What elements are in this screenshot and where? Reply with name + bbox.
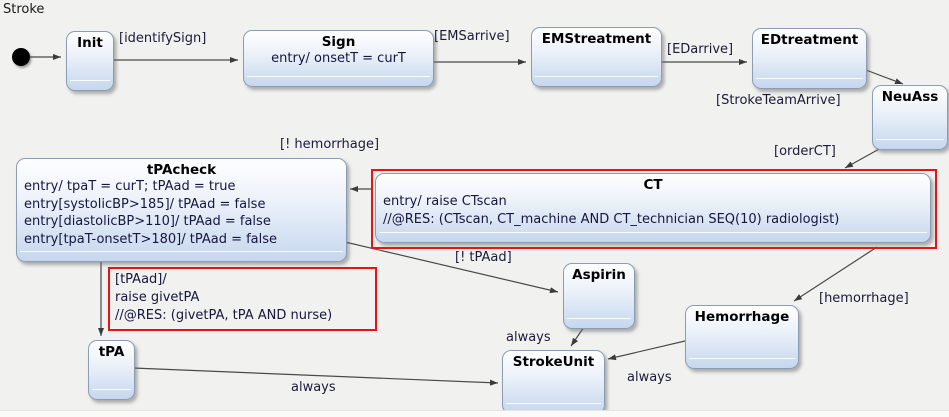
state-strokeunit[interactable]: StrokeUnit xyxy=(502,350,605,414)
state-entry-action: entry/ tpaT = curT; tPAad = true xyxy=(24,179,236,194)
state-sign[interactable]: Sign entry/ onsetT = curT xyxy=(243,30,434,87)
initial-state-dot[interactable] xyxy=(12,48,30,66)
canvas-bottom-strip xyxy=(0,410,949,417)
state-entry-action: entry/ onsetT = curT xyxy=(271,51,406,66)
arrow-aspirin-to-strokeunit xyxy=(570,326,585,347)
transition-label-stroketeamarrive[interactable]: [StrokeTeamArrive] xyxy=(716,93,841,108)
transition-action: raise givetPA xyxy=(115,290,200,305)
state-init[interactable]: Init xyxy=(66,31,114,91)
transition-label-not-tpaad[interactable]: [! tPAad] xyxy=(455,250,512,265)
state-title: tPAcheck xyxy=(146,162,217,178)
state-aspirin[interactable]: Aspirin xyxy=(563,263,635,329)
arrow-hemorrhage-to-strokeunit xyxy=(607,340,686,361)
state-hemorrhage[interactable]: Hemorrhage xyxy=(685,305,799,369)
transition-resource-annotation: //@RES: (givetPA, tPA AND nurse) xyxy=(115,308,333,323)
state-entry-action: entry[systolicBP>185]/ tPAad = false xyxy=(24,196,266,212)
state-title: NeuAss xyxy=(881,89,939,105)
state-title: Aspirin xyxy=(572,267,626,283)
state-emstreatment[interactable]: EMStreatment xyxy=(531,27,662,87)
arrow-neuass-to-ct xyxy=(844,147,882,169)
transition-guard: [tPAad]/ xyxy=(115,272,167,287)
ct-highlight-box xyxy=(371,169,937,249)
tpaad-transition-annotation[interactable]: [tPAad]/ raise givetPA //@RES: (givetPA,… xyxy=(108,267,377,331)
state-edtreatment[interactable]: EDtreatment xyxy=(752,28,867,89)
state-title: EDtreatment xyxy=(760,32,859,48)
transition-label-always-aspirin[interactable]: always xyxy=(506,330,551,345)
state-title: Init xyxy=(77,35,103,51)
transition-label-emsarrive[interactable]: [EMSarrive] xyxy=(434,29,510,44)
transition-label-always-hemorrhage[interactable]: always xyxy=(627,370,672,385)
state-ct[interactable]: CT entry/ raise CTscan //@RES: (CTscan, … xyxy=(375,173,931,243)
transition-label-always-tpa[interactable]: always xyxy=(291,380,336,395)
arrow-edtreatment-to-neuass xyxy=(865,69,904,85)
transition-label-identifysign[interactable]: [identifySign] xyxy=(119,31,207,46)
state-title: Sign xyxy=(321,34,356,50)
state-title: EMStreatment xyxy=(541,31,652,47)
state-title: tPA xyxy=(98,344,125,360)
transition-label-orderct[interactable]: [orderCT] xyxy=(774,144,836,159)
state-tpa[interactable]: tPA xyxy=(88,340,135,400)
state-title: CT xyxy=(643,177,663,193)
region-title: Stroke xyxy=(3,2,45,17)
transition-label-not-hemorrhage[interactable]: [! hemorrhage] xyxy=(280,137,380,152)
state-resource-annotation: //@RES: (CTscan, CT_machine AND CT_techn… xyxy=(383,211,840,227)
state-neuass[interactable]: NeuAss xyxy=(872,85,948,150)
state-tpacheck[interactable]: tPAcheck entry/ tpaT = curT; tPAad = tru… xyxy=(16,158,347,262)
state-entry-action: entry/ raise CTscan xyxy=(383,194,507,209)
state-entry-action: entry[diastolicBP>110]/ tPAad = false xyxy=(24,214,271,229)
state-title: Hemorrhage xyxy=(694,309,790,325)
state-title: StrokeUnit xyxy=(512,354,595,370)
state-entry-action: entry[tpaT-onsetT>180]/ tPAad = false xyxy=(24,231,278,247)
transition-label-hemorrhage[interactable]: [hemorrhage] xyxy=(819,291,909,306)
transition-label-edarrive[interactable]: [EDarrive] xyxy=(667,42,734,57)
